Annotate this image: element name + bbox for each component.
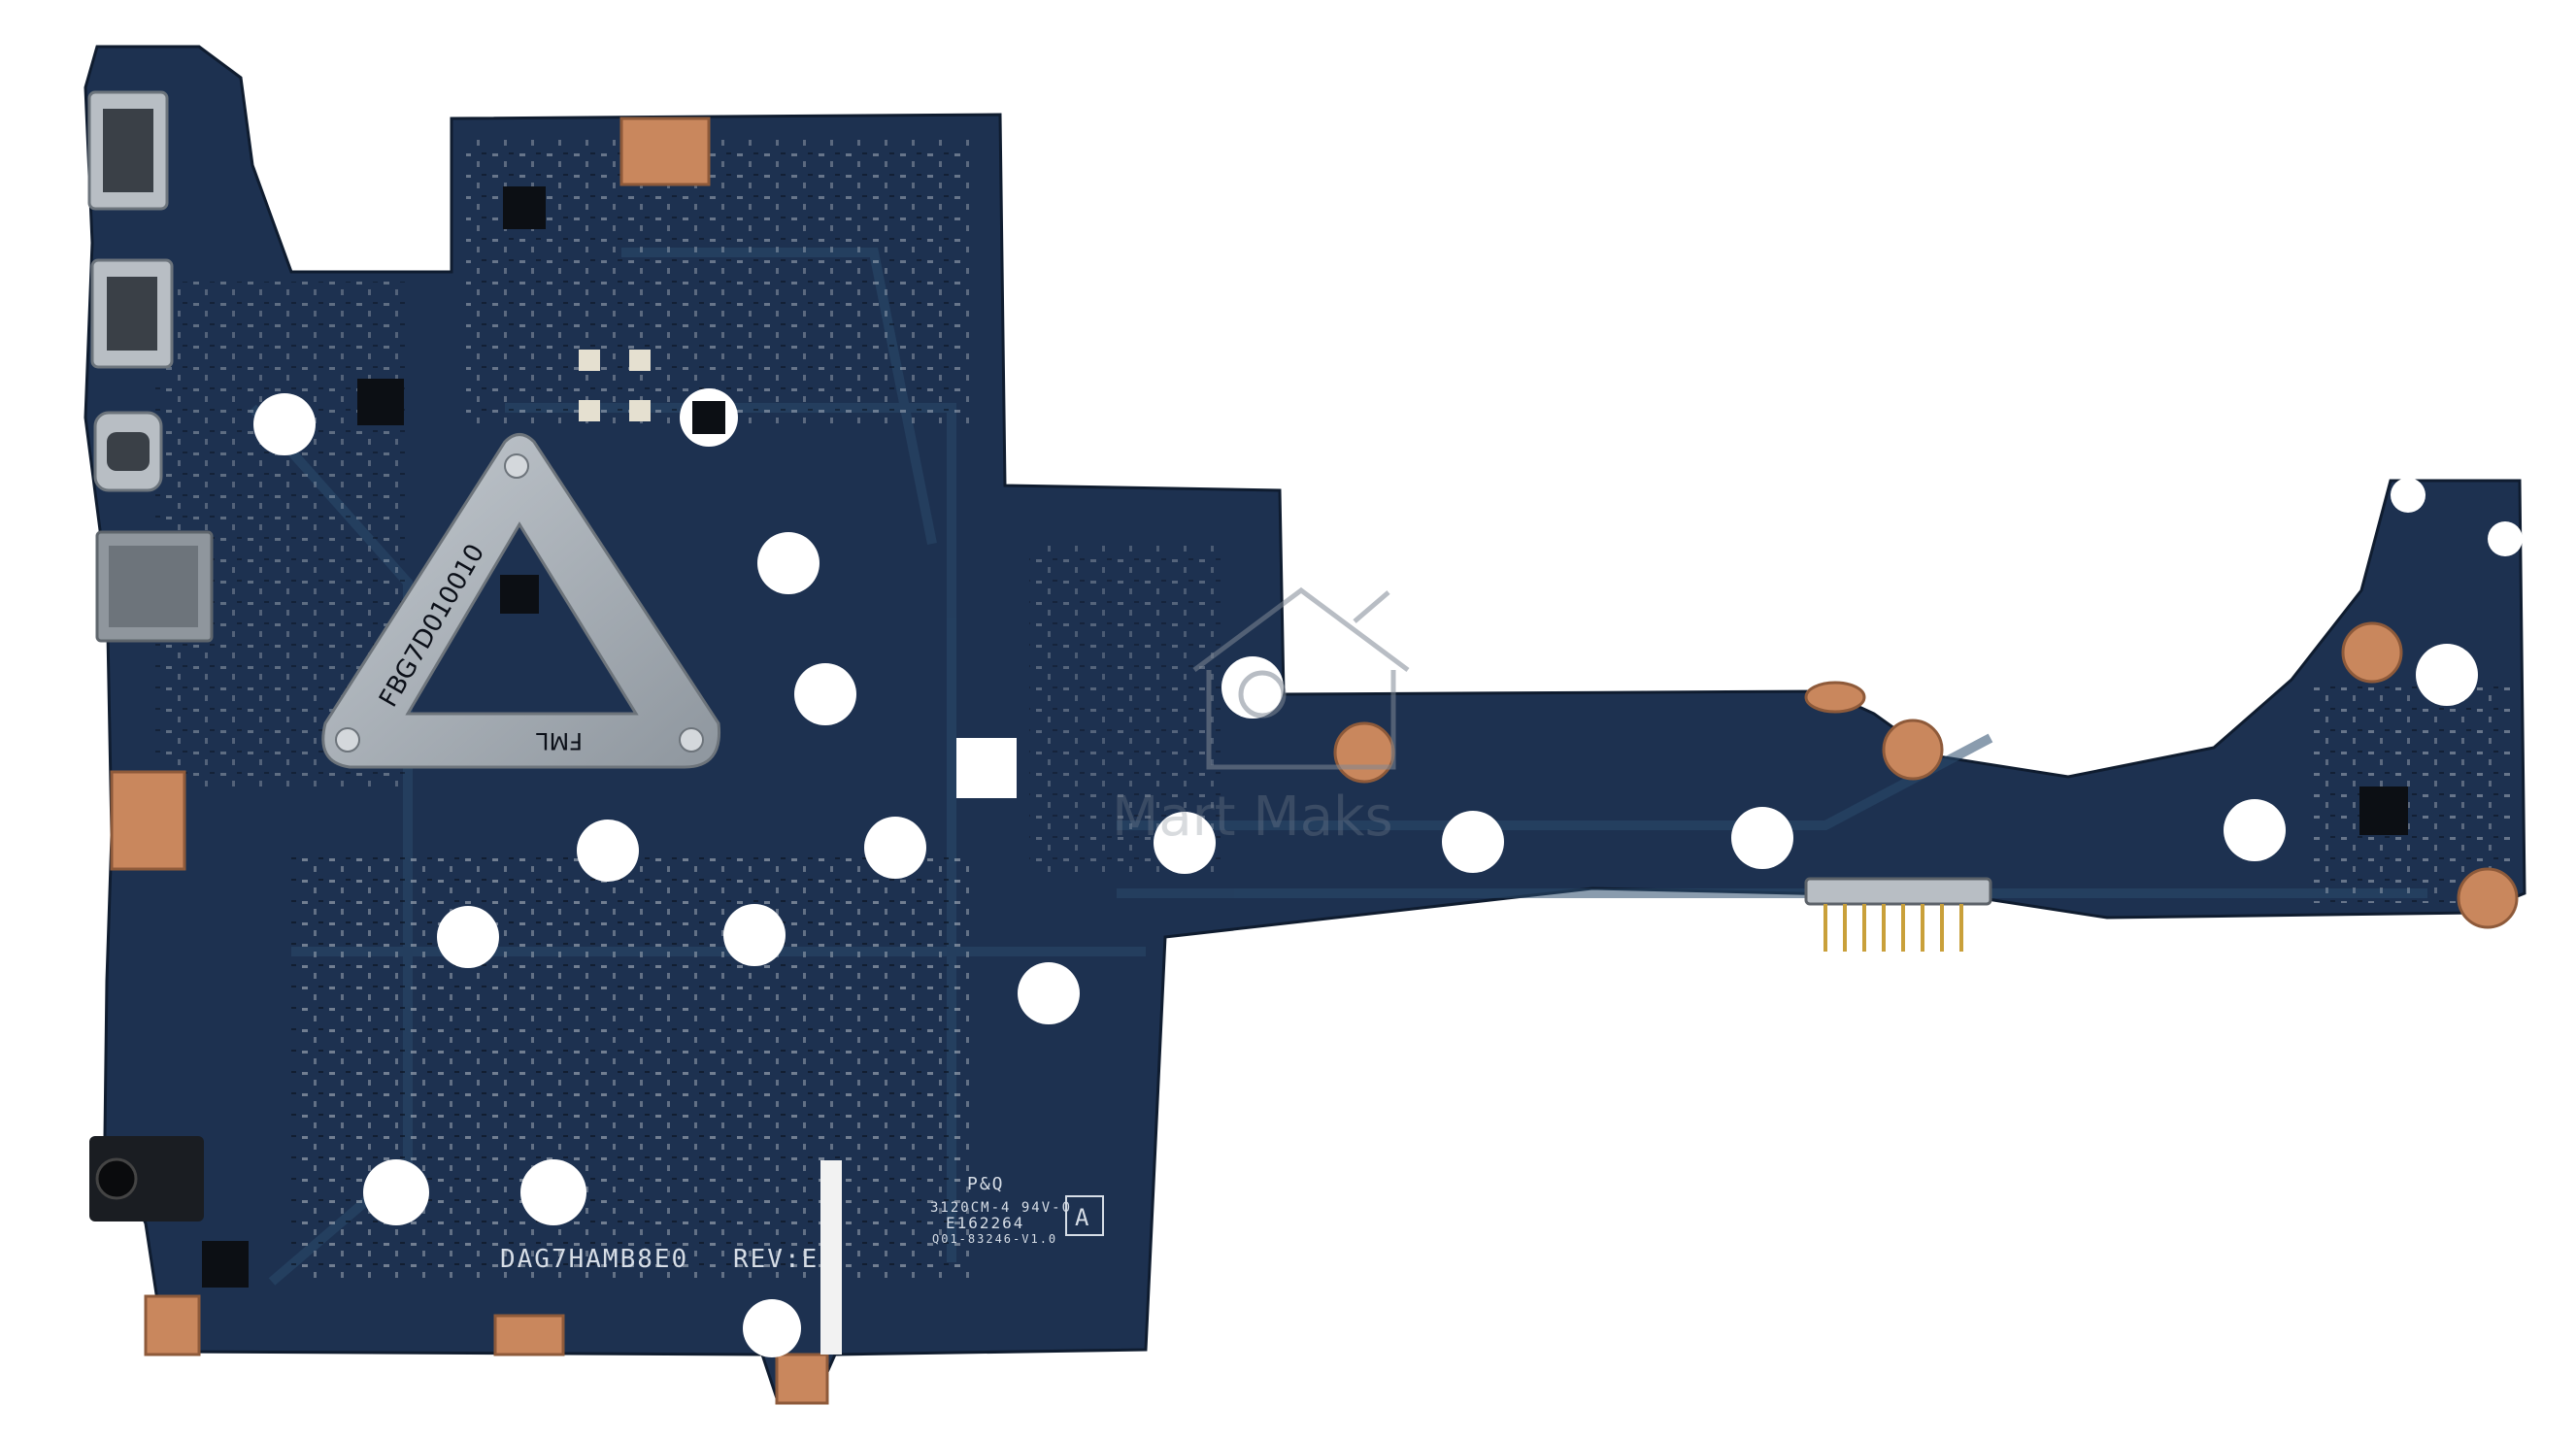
copper-pads <box>110 117 2519 1405</box>
heatsink-mark: FML <box>535 727 583 754</box>
smd-field-top <box>466 136 971 427</box>
usb-port-middle <box>90 258 174 369</box>
ic-chips <box>202 186 2408 1288</box>
watermark-text: Mart Maks <box>1112 786 1393 849</box>
mounting-holes <box>253 393 2523 1357</box>
box-a-label: A <box>1075 1204 1090 1231</box>
watermark-house-icon <box>1192 586 1410 770</box>
cert-code: 3120CM-4 94V-0 <box>930 1200 1072 1216</box>
label-strip <box>820 1160 842 1355</box>
sd-card-slot <box>95 530 214 643</box>
battery-connector <box>1804 877 1992 952</box>
ul-file-number: E162264 <box>946 1214 1024 1232</box>
certification-label: P&Q 3120CM-4 94V-0 E162264 Q01-83246-V1.… <box>930 1174 1104 1246</box>
board-revision: REV:E <box>733 1245 819 1274</box>
audio-jack <box>89 1136 204 1221</box>
ul-logo-text: P&Q <box>967 1174 1005 1194</box>
box-a <box>1065 1195 1104 1236</box>
watermark: Mart Maks <box>1112 586 1410 849</box>
board-code: Q01-83246-V1.0 <box>932 1232 1057 1246</box>
usb-c-port <box>93 411 163 492</box>
board-part-number: DAG7HAMB8E0 <box>500 1245 688 1274</box>
usb-port-top <box>87 90 169 211</box>
smd-field-right <box>2311 680 2515 903</box>
